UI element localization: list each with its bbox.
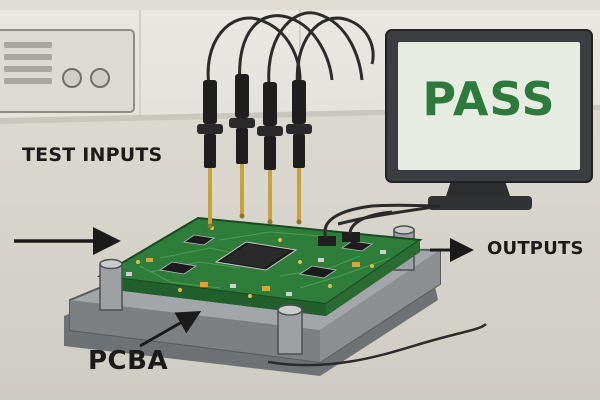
microcontroller-chip <box>214 241 298 271</box>
wall-shelf <box>0 0 600 10</box>
output-connector <box>318 232 360 246</box>
test-probe <box>257 82 283 225</box>
knob-icon <box>62 68 82 88</box>
ic-chip <box>182 234 216 246</box>
ic-chip <box>298 265 338 279</box>
bench-cable <box>267 323 487 367</box>
bench-instrument <box>0 29 135 113</box>
pcba-label: PCBA <box>88 346 169 376</box>
test-probe <box>229 74 255 219</box>
ic-chip <box>158 261 198 275</box>
monitor <box>385 29 593 210</box>
output-cable <box>348 210 393 235</box>
fixture-post <box>99 258 123 311</box>
knob-icon <box>90 68 110 88</box>
monitor-pass-status: PASS <box>422 72 556 126</box>
monitor-cable <box>337 204 441 226</box>
smd-components <box>126 226 386 298</box>
test-probe <box>197 80 223 229</box>
outputs-label: OUTPUTS <box>487 238 584 259</box>
pcb-board <box>96 216 423 316</box>
probe-cables <box>206 11 375 95</box>
ic-chip <box>340 240 374 252</box>
fixture-post <box>277 304 303 355</box>
test-probe <box>286 80 312 225</box>
output-cable <box>323 203 441 239</box>
test-inputs-label: TEST INPUTS <box>22 144 163 166</box>
arrow-up-right-icon <box>139 311 202 348</box>
